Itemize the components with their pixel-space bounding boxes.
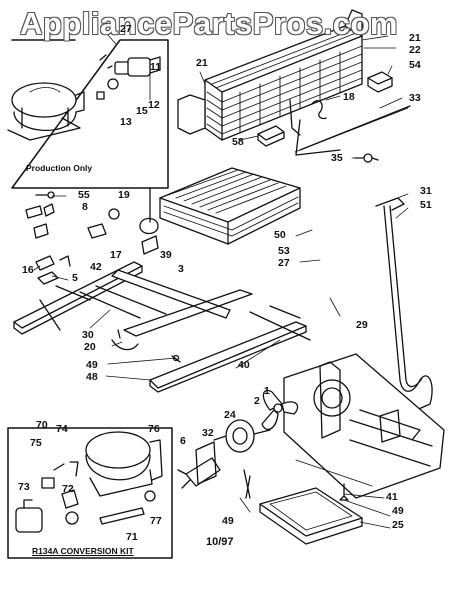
part-label-16: 16 [22,264,34,276]
conversion-kit-inset [7,427,173,559]
part-label-51: 51 [420,199,432,211]
part-label-53: 53 [278,245,290,257]
part-label-55: 55 [78,189,90,201]
fan-shroud [283,353,445,499]
part-label-76: 76 [148,423,160,435]
leader-lines [33,33,409,529]
part-label-40: 40 [238,359,250,371]
part-label-71: 71 [126,531,138,543]
fan-motor [213,419,271,453]
part-label-49a: 49 [86,359,98,371]
part-label-72: 72 [62,483,74,495]
part-label-50: 50 [274,229,286,241]
part-label-17: 17 [110,249,122,261]
part-label-12: 12 [148,99,160,111]
part-label-49b: 49 [222,515,234,527]
inset-relay-parts [96,54,161,100]
part-label-77: 77 [150,515,162,527]
part-label-15: 15 [136,105,148,117]
part-label-42: 42 [90,261,102,273]
part-label-35: 35 [331,152,343,164]
part-label-6: 6 [180,435,186,447]
part-label-8: 8 [82,201,88,213]
part-label-1: 1 [264,385,270,397]
part-label-31: 31 [420,185,432,197]
left-small-parts [25,187,159,285]
fan-blade [261,389,299,431]
part-label-21a: 21 [196,57,208,69]
motor-bracket [177,441,251,499]
part-label-20: 20 [84,341,96,353]
part-label-18: 18 [343,91,355,103]
part-label-54: 54 [409,59,421,71]
part-label-22: 22 [409,44,421,56]
part-label-13: 13 [120,116,132,128]
base-frame [13,261,311,393]
part-label-19: 19 [118,189,130,201]
part-label-41: 41 [386,491,398,503]
part-label-39: 39 [160,249,172,261]
part-label-21b: 21 [409,32,421,44]
inset-compressor [7,82,85,141]
part-label-49c: 49 [392,505,404,517]
part-label-29: 29 [356,319,368,331]
production-only-inset [11,39,169,189]
part-label-30: 30 [82,329,94,341]
part-label-5: 5 [72,272,78,284]
evaporator-coil [159,167,301,245]
part-label-33: 33 [409,92,421,104]
part-label-11: 11 [150,61,162,73]
part-label-58: 58 [232,136,244,148]
drain-pan [259,487,363,545]
part-label-24: 24 [224,409,236,421]
date-code: 10/97 [206,536,234,548]
part-label-70: 70 [36,419,48,431]
production-only-note: Production Only [26,163,93,173]
part-label-32: 32 [202,427,214,439]
conversion-kit-note: R134A CONVERSION KIT [32,546,134,556]
part-label-73: 73 [18,481,30,493]
condenser-coil [177,9,363,141]
part-label-27b: 27 [278,257,290,269]
part-label-74: 74 [56,423,68,435]
screw [339,483,349,501]
watermark: AppliancePartsPros.com [20,6,398,41]
part-label-2: 2 [254,395,260,407]
part-label-75: 75 [30,437,42,449]
part-label-27: 27 [120,23,132,35]
drain-tube [375,197,433,423]
part-label-48: 48 [86,371,98,383]
part-label-3: 3 [178,263,184,275]
part-label-25: 25 [392,519,404,531]
